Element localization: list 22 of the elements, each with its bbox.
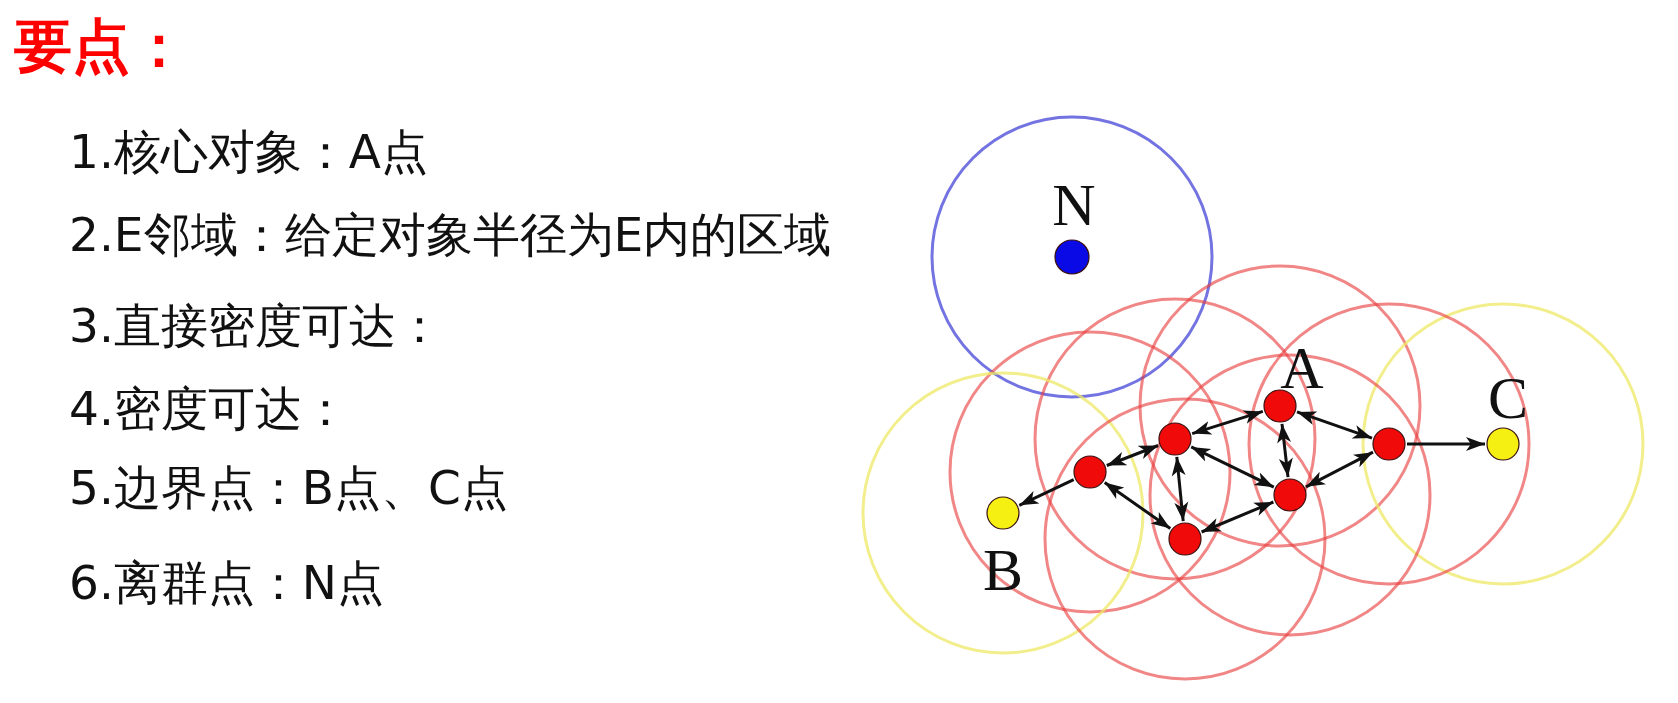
list-item: 4.密度可达： — [69, 380, 349, 438]
double-arrow — [1201, 500, 1274, 534]
list-item: 2.E邻域：给定对象半径为E内的区域 — [69, 206, 832, 264]
double-arrow — [1103, 481, 1172, 530]
arrow — [1018, 478, 1075, 507]
double-arrow — [1171, 456, 1189, 522]
arrow — [1407, 437, 1485, 451]
list-item: 1.核心对象：A点 — [69, 123, 428, 181]
point-label: A — [1280, 338, 1324, 398]
point-label: C — [1488, 368, 1528, 428]
double-arrow — [1305, 450, 1374, 489]
list-item: 5.边界点：B点、C点 — [69, 459, 508, 517]
double-arrow — [1191, 409, 1264, 436]
double-arrow — [1277, 423, 1293, 478]
double-arrow — [1106, 444, 1159, 467]
point-label: N — [1052, 175, 1096, 235]
heading: 要点： — [14, 12, 188, 80]
double-arrow — [1190, 445, 1275, 489]
list-item: 6.离群点：N点 — [69, 554, 384, 612]
double-arrow — [1296, 410, 1373, 440]
point-label: B — [983, 540, 1023, 600]
list-item: 3.直接密度可达： — [69, 297, 443, 355]
